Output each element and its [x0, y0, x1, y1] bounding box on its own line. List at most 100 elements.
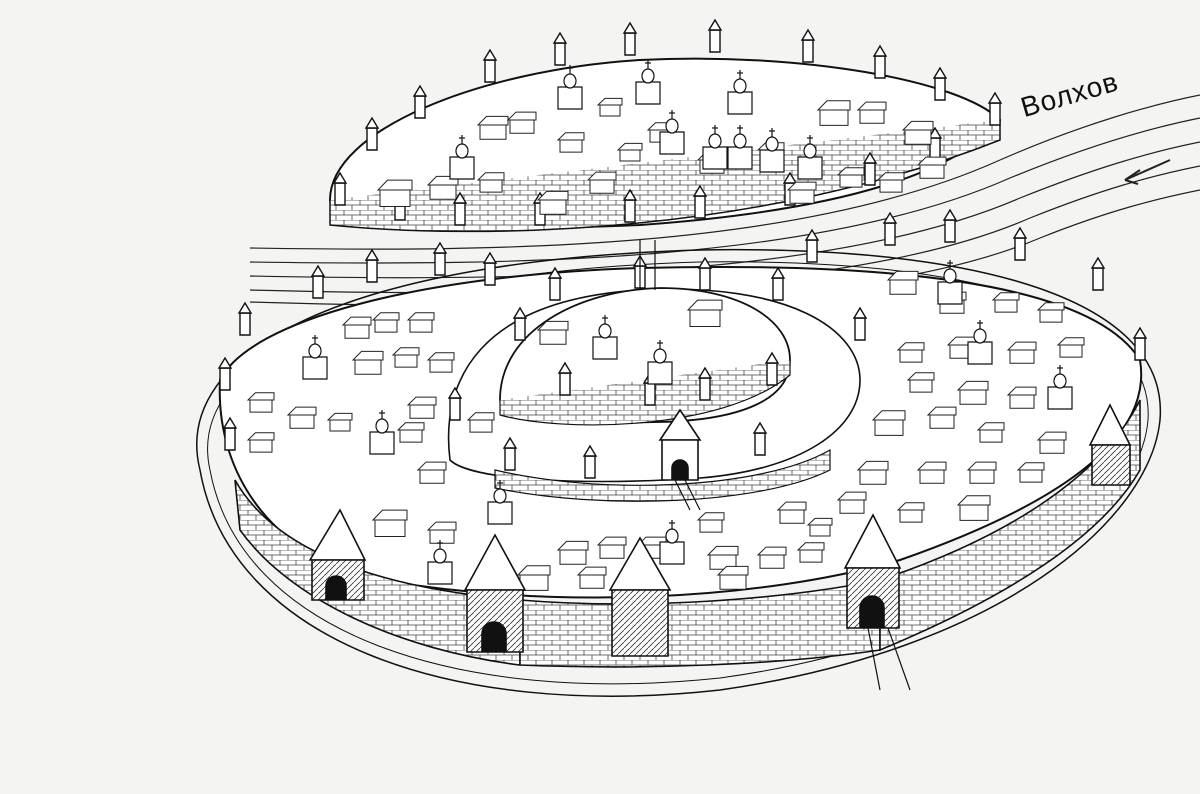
wall-tower	[1014, 228, 1026, 260]
wall-tower	[944, 210, 956, 242]
wall-tower	[554, 33, 566, 65]
house	[418, 462, 446, 483]
sofia-side-fortress	[219, 210, 1146, 690]
house	[908, 373, 934, 392]
trade-side-fortress	[330, 20, 1001, 231]
wall-tower	[806, 230, 818, 262]
wall-tower	[559, 363, 571, 395]
house	[618, 143, 642, 161]
gate-tower	[310, 510, 365, 600]
church	[370, 410, 394, 454]
church	[798, 135, 822, 179]
wall-tower	[514, 308, 526, 340]
house	[1008, 387, 1036, 408]
house	[808, 518, 832, 536]
house	[918, 157, 946, 178]
house	[288, 407, 316, 428]
church	[938, 260, 962, 304]
wall-tower	[754, 423, 766, 455]
house	[408, 313, 434, 332]
house	[478, 173, 504, 192]
house	[878, 173, 904, 192]
wall-tower	[624, 23, 636, 55]
house	[898, 343, 924, 362]
house	[778, 502, 806, 523]
house	[708, 546, 738, 569]
house	[598, 537, 626, 558]
church	[660, 110, 684, 154]
gate-tower	[610, 538, 670, 656]
wall-tower	[934, 68, 946, 100]
house	[408, 397, 436, 418]
corner-tower	[1090, 405, 1130, 485]
wall-tower	[484, 50, 496, 82]
house	[958, 381, 988, 404]
house	[588, 172, 616, 193]
house	[373, 313, 399, 332]
wall-tower	[709, 20, 721, 52]
wall-tower	[694, 186, 706, 218]
church	[593, 315, 617, 359]
house	[698, 513, 724, 532]
wall-tower	[549, 268, 561, 300]
house	[838, 492, 866, 513]
house	[1018, 463, 1044, 482]
house	[718, 566, 748, 589]
house	[468, 413, 494, 432]
house	[858, 461, 888, 484]
wall-tower	[224, 418, 236, 450]
wall-tower	[584, 446, 596, 478]
church	[488, 480, 512, 524]
house	[958, 496, 990, 521]
church	[1048, 365, 1072, 409]
house	[838, 168, 864, 187]
church	[728, 70, 752, 114]
house	[428, 522, 456, 543]
house	[428, 176, 458, 199]
house	[788, 182, 816, 203]
house	[1038, 432, 1066, 453]
wall-tower	[334, 173, 346, 205]
house	[428, 353, 454, 372]
house	[248, 393, 274, 412]
house	[928, 407, 956, 428]
house	[353, 351, 383, 374]
wall-tower	[624, 190, 636, 222]
house	[688, 300, 722, 326]
church	[728, 125, 752, 169]
house	[858, 102, 886, 123]
house	[398, 423, 424, 442]
wall-tower	[1092, 258, 1104, 290]
house	[378, 180, 412, 206]
gate-tower	[845, 515, 900, 628]
house	[248, 433, 274, 452]
house	[373, 510, 407, 536]
house	[968, 462, 996, 483]
house	[558, 541, 588, 564]
house	[993, 293, 1019, 312]
house	[758, 547, 786, 568]
church	[968, 320, 992, 364]
wall-tower	[414, 86, 426, 118]
house	[903, 121, 933, 144]
church	[760, 128, 784, 172]
wall-tower	[366, 118, 378, 150]
wall-tower	[699, 258, 711, 290]
house	[343, 317, 371, 338]
wall-tower	[366, 250, 378, 282]
wall-tower	[449, 388, 461, 420]
house	[1038, 303, 1064, 322]
church	[636, 60, 660, 104]
wall-tower	[1134, 328, 1146, 360]
house	[508, 112, 536, 133]
gate-tower	[465, 535, 525, 652]
house	[328, 413, 352, 431]
wall-tower	[434, 243, 446, 275]
house	[478, 116, 508, 139]
wall-tower	[854, 308, 866, 340]
wall-tower	[312, 266, 324, 298]
house	[918, 462, 946, 483]
wall-tower	[772, 268, 784, 300]
